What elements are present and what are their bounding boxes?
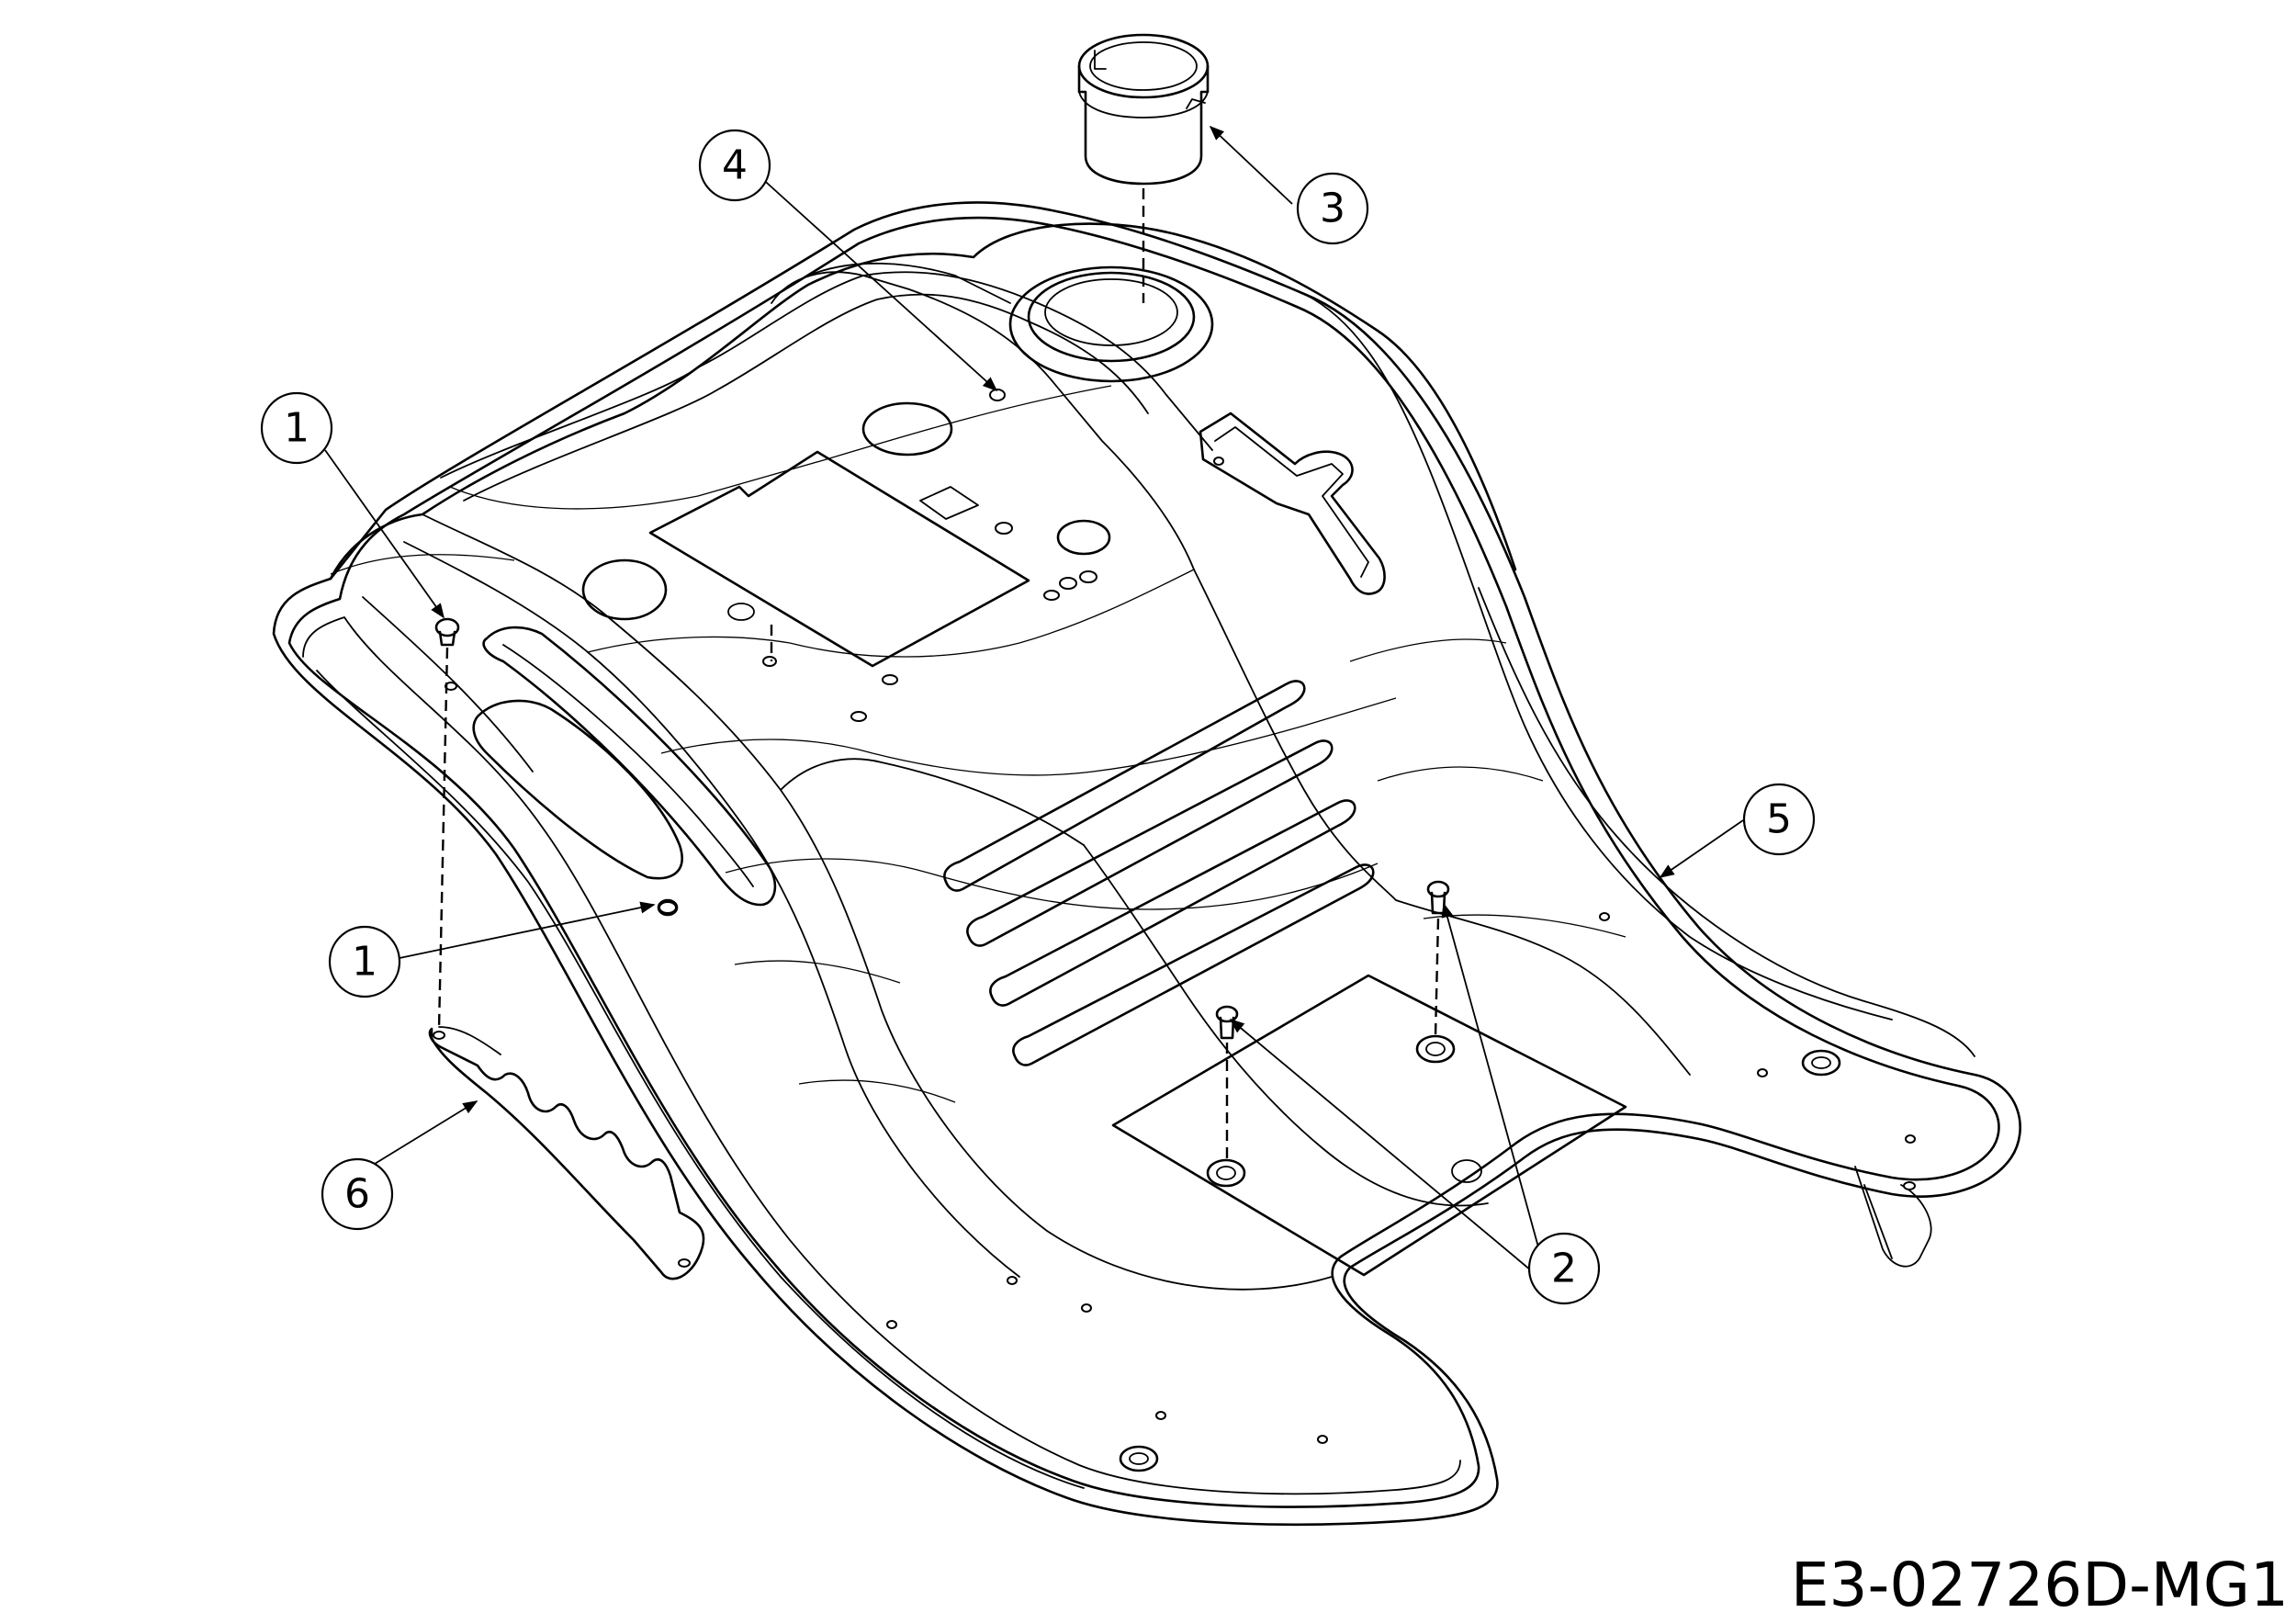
assembly-line-bolt-right xyxy=(1434,918,1440,1037)
flange-holes xyxy=(886,912,1916,1472)
callout-3-label: 3 xyxy=(1320,186,1345,232)
strip-part xyxy=(428,1026,705,1280)
vent-slots xyxy=(943,680,1375,1066)
fender-body xyxy=(272,201,2021,1526)
callout-1-top-label: 1 xyxy=(284,405,310,452)
callout-4-label: 4 xyxy=(722,142,748,189)
callout-1-top: 1 xyxy=(260,391,333,465)
callout-2-label: 2 xyxy=(1551,1246,1577,1292)
screw-side xyxy=(657,898,679,917)
dashboard-cutouts xyxy=(581,389,1111,722)
fuel-opening xyxy=(1008,265,1214,383)
drawing-code: E3-02726D-MG1 xyxy=(1790,1550,2289,1620)
leader-lines xyxy=(324,125,1744,1271)
callout-1-bottom: 1 xyxy=(328,925,401,998)
callout-6: 6 xyxy=(321,1157,394,1231)
callout-6-label: 6 xyxy=(344,1171,370,1218)
callout-5-label: 5 xyxy=(1766,796,1792,843)
screw-top xyxy=(434,617,460,647)
callout-4: 4 xyxy=(698,129,771,202)
fuel-cap xyxy=(1077,33,1210,186)
callout-5: 5 xyxy=(1742,783,1816,856)
assembly-line-screw xyxy=(437,647,449,1030)
lever-slot xyxy=(1199,412,1386,595)
seat-plate xyxy=(1111,974,1627,1277)
callout-2: 2 xyxy=(1527,1232,1601,1305)
callout-1-bottom-label: 1 xyxy=(352,939,377,986)
callout-3: 3 xyxy=(1296,172,1369,245)
